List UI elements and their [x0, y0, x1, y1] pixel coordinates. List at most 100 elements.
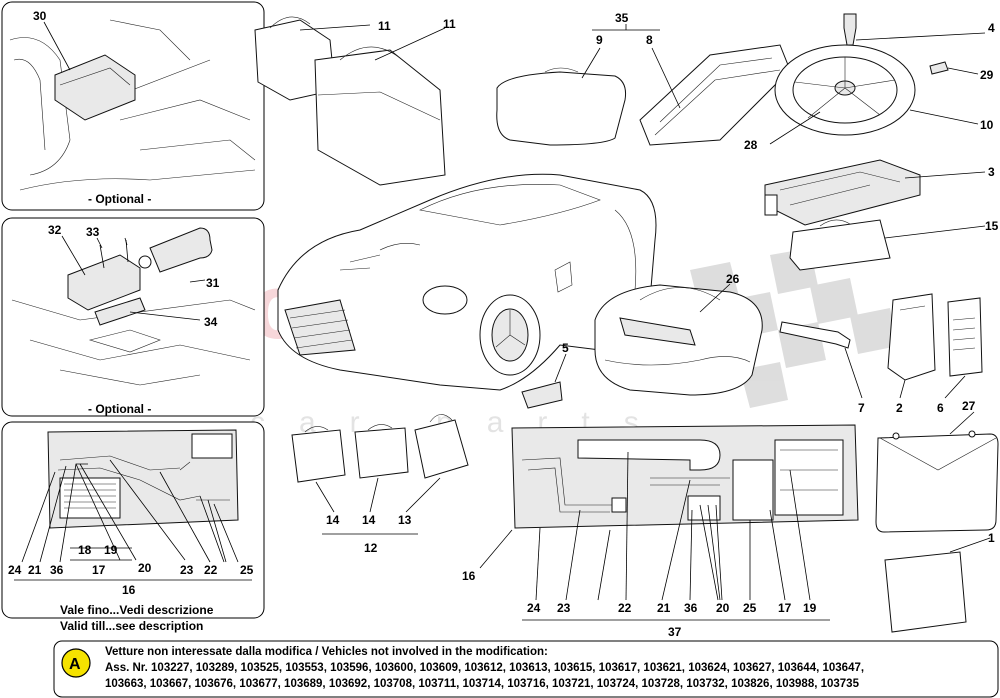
- valve-stem: [843, 13, 857, 46]
- label-2: 2: [896, 401, 903, 415]
- label-33: 33: [86, 225, 100, 239]
- modification-footer: A Vetture non interessate dalla modifica…: [53, 640, 999, 698]
- label-17-new: 17: [778, 601, 792, 615]
- extinguisher-bracket: [67, 254, 141, 311]
- booklet: 1: [884, 531, 995, 633]
- valid-note-it: Vale fino...Vedi descrizione: [60, 603, 214, 617]
- spare-wheel-group: 4 29 10 28: [744, 13, 995, 152]
- label-18: 18: [78, 543, 92, 557]
- luggage-bag-large: [314, 49, 446, 186]
- label-36-new: 36: [684, 601, 698, 615]
- pouch-and-manual: 2 6: [887, 293, 983, 415]
- label-11a: 11: [378, 19, 391, 33]
- car-headlight: [422, 285, 468, 315]
- label-17-old: 17: [92, 563, 106, 577]
- luggage-14b: [354, 427, 409, 479]
- tool-tray-3: [764, 159, 921, 226]
- label-1: 1: [988, 531, 995, 545]
- label-7: 7: [858, 401, 865, 415]
- extinguisher-bottle: [149, 227, 213, 273]
- wheel-bolt: [929, 61, 949, 75]
- toolkit-panel-old: 24 21 36 18 19 17 20 23 22 25 16 Vale fi…: [1, 421, 265, 633]
- scraper: 5: [521, 341, 569, 409]
- document-wallet: 27: [875, 399, 999, 533]
- optional-note-2: - Optional -: [88, 402, 151, 416]
- label-32: 32: [48, 223, 62, 237]
- label-24-new: 24: [527, 601, 541, 615]
- footer-line-2: Ass. Nr. 103227, 103289, 103525, 103553,…: [105, 662, 864, 674]
- luggage-13: [414, 419, 469, 479]
- label-35: 35: [615, 11, 629, 25]
- label-24-old: 24: [8, 563, 22, 577]
- car-grille: [284, 299, 356, 356]
- label-3: 3: [988, 165, 995, 179]
- tool-bag-15: [789, 219, 891, 271]
- ice-scraper-5: [521, 381, 563, 409]
- optional-panel-extinguisher: 32 33 31 34 - Optional -: [1, 217, 265, 417]
- label-21-old: 21: [28, 563, 42, 577]
- footer-line-3: 103663, 103667, 103676, 103677, 103689, …: [105, 678, 860, 690]
- footer-line-1: Vetture non interessate dalla modifica /…: [105, 646, 548, 658]
- wind-stop-bag: [496, 71, 626, 146]
- label-23-old: 23: [180, 563, 194, 577]
- label-30: 30: [33, 9, 47, 23]
- label-29: 29: [980, 68, 994, 82]
- label-5: 5: [562, 341, 569, 355]
- label-37: 37: [668, 625, 682, 639]
- pouch-2: [887, 293, 936, 381]
- label-20-old: 20: [138, 561, 152, 575]
- luggage-set-12: 14 14 13 12: [291, 414, 469, 555]
- optional-note-1: - Optional -: [88, 192, 151, 206]
- compressor: [774, 439, 844, 516]
- label-19-new: 19: [803, 601, 817, 615]
- label-22-new: 22: [618, 601, 632, 615]
- label-25-new: 25: [743, 601, 757, 615]
- label-14b: 14: [362, 513, 376, 527]
- label-19-old: 19: [104, 543, 118, 557]
- label-9: 9: [596, 33, 603, 47]
- manual-6: [947, 297, 983, 377]
- note-badge-letter: A: [69, 656, 81, 673]
- label-4: 4: [988, 21, 995, 35]
- label-10: 10: [980, 118, 994, 132]
- label-16-old: 16: [122, 583, 136, 597]
- torch-7: [779, 321, 851, 349]
- label-25-old: 25: [240, 563, 254, 577]
- seat-bag: [54, 54, 136, 121]
- optional-panel-seat-bag: 30 - Optional -: [1, 1, 265, 211]
- car-body: [277, 173, 657, 391]
- car-cover-bag: 26: [594, 272, 763, 396]
- tool-tray-and-bag: 3 15: [764, 159, 999, 271]
- document-wallet-27: [875, 433, 999, 533]
- car-illustration: [277, 173, 657, 391]
- label-8: 8: [646, 33, 653, 47]
- toolkit-panel-new: 16 24 23 22 21 36 20 25 17 19 37: [462, 424, 859, 639]
- label-11b: 11: [443, 17, 456, 31]
- label-27: 27: [962, 399, 976, 413]
- label-13: 13: [398, 513, 412, 527]
- label-15: 15: [985, 219, 999, 233]
- note-badge: [61, 648, 91, 678]
- label-16-new: 16: [462, 569, 476, 583]
- label-31: 31: [206, 276, 220, 290]
- label-26: 26: [726, 272, 740, 286]
- booklet-1: [884, 551, 967, 633]
- valid-note-en: Valid till...see description: [60, 619, 203, 633]
- label-12: 12: [364, 541, 378, 555]
- label-22-old: 22: [204, 563, 218, 577]
- luggage-14a: [291, 429, 346, 483]
- label-6: 6: [937, 401, 944, 415]
- label-36-old: 36: [50, 563, 64, 577]
- label-28: 28: [744, 138, 758, 152]
- label-23-new: 23: [557, 601, 571, 615]
- wind-stop-kit-35: 35 9 8: [496, 11, 791, 146]
- luggage-set-11: 11 11: [254, 16, 456, 186]
- label-21-new: 21: [657, 601, 671, 615]
- wind-deflector: [639, 44, 791, 146]
- label-20-new: 20: [716, 601, 730, 615]
- label-14a: 14: [326, 513, 340, 527]
- wheel-wrench: [577, 439, 721, 471]
- label-34: 34: [204, 315, 218, 329]
- torch: 7: [779, 321, 865, 415]
